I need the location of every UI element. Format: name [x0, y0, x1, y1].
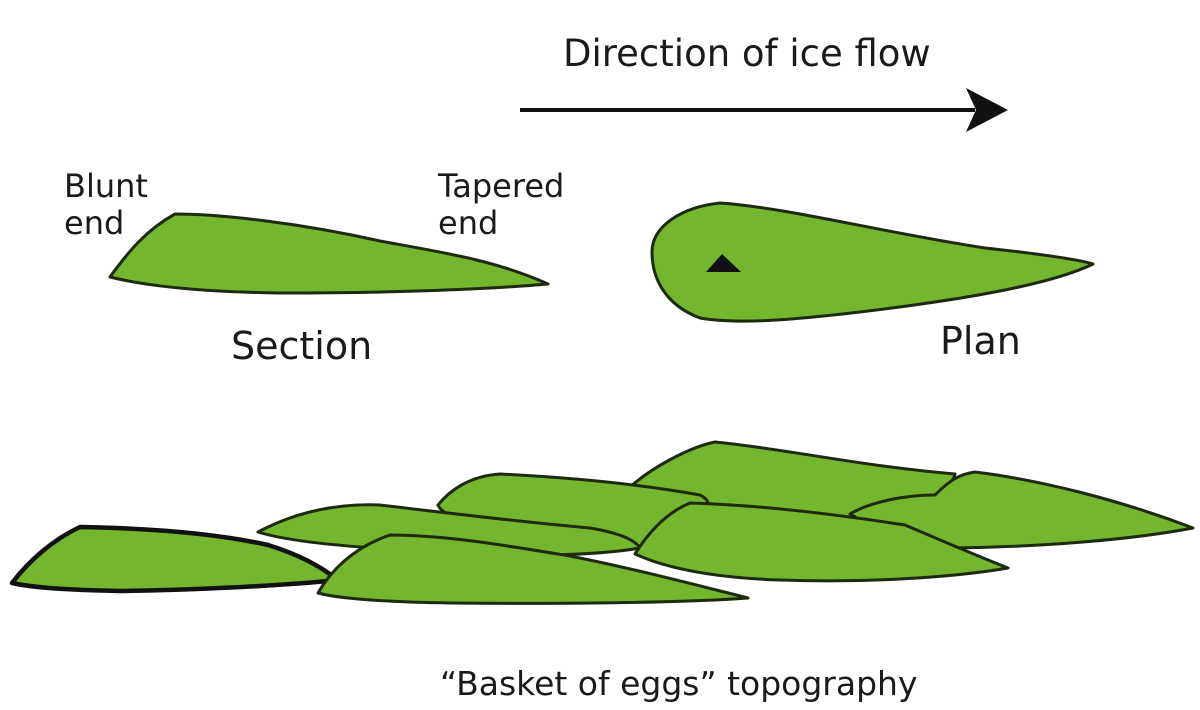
blunt-end-label-line2: end [64, 203, 125, 242]
basket-of-eggs-label: “Basket of eggs” topography [440, 664, 918, 703]
tapered-end-label: Tapered end [438, 168, 598, 242]
summit-triangle-icon [706, 254, 741, 272]
tapered-end-label-line2: end [438, 203, 499, 242]
blunt-end-label-line1: Blunt [64, 167, 148, 205]
tapered-end-label-line1: Tapered [438, 167, 565, 205]
blunt-end-label: Blunt end [64, 168, 184, 242]
section-drumlin [108, 212, 550, 295]
flow-direction-label: Direction of ice flow [563, 32, 931, 75]
section-label: Section [231, 324, 373, 368]
plan-drumlin [650, 201, 1095, 323]
plan-label: Plan [940, 319, 1021, 363]
basket-of-eggs-drumlins [9, 440, 1195, 605]
arrow-right-icon [520, 88, 1008, 132]
